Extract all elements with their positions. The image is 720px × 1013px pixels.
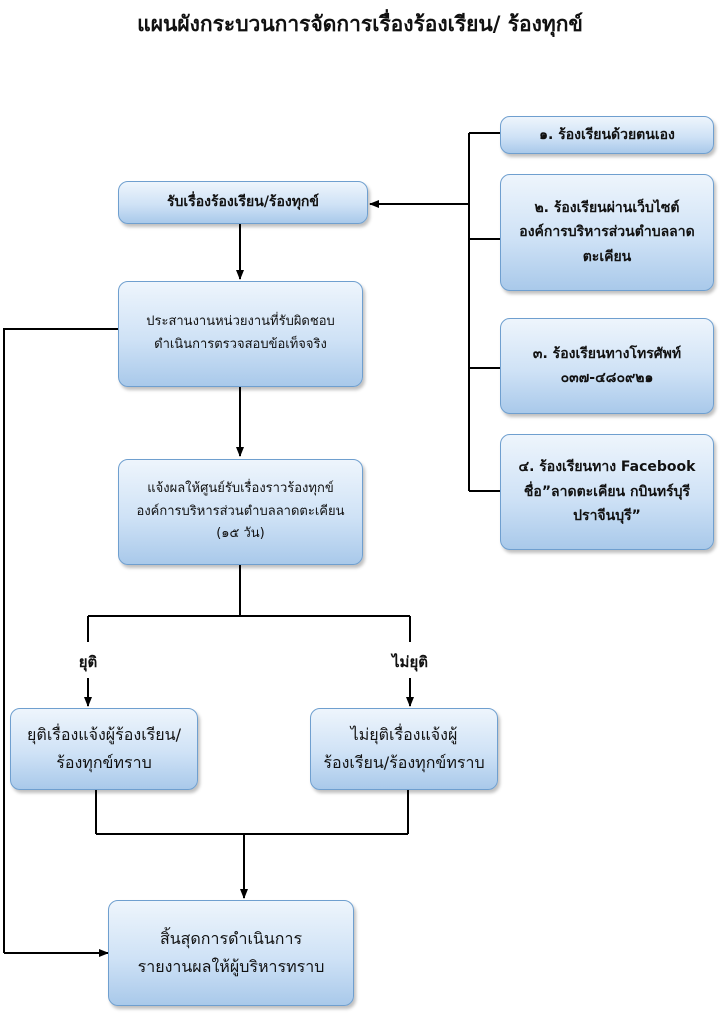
ended-line-2: ร้องทุกข์ทราบ: [56, 753, 152, 772]
channel-box-2: ๒. ร้องเรียนผ่านเว็บไซต์ องค์การบริหารส่…: [500, 174, 714, 291]
channel-2-line-3: ตะเคียน: [582, 248, 632, 265]
ended-notify-box: ยุติเรื่องแจ้งผู้ร้องเรียน/ ร้องทุกข์ทรา…: [10, 708, 198, 790]
coordinate-line-2: ดำเนินการตรวจสอบข้อเท็จจริง: [154, 337, 327, 352]
channel-2-line-1: ๒. ร้องเรียนผ่านเว็บไซต์: [534, 199, 680, 216]
ended-line-1: ยุติเรื่องแจ้งผู้ร้องเรียน/: [27, 725, 181, 744]
final-line-2: รายงานผลให้ผู้บริหารทราบ: [137, 957, 325, 976]
final-line-1: สิ้นสุดการดำเนินการ: [159, 929, 303, 948]
channel-3-line-2: ๐๓๗-๔๘๐๙๒๑: [560, 370, 654, 386]
final-report-box: สิ้นสุดการดำเนินการ รายงานผลให้ผู้บริหาร…: [108, 900, 354, 1006]
notify-line-3: (๑๕ วัน): [216, 526, 265, 542]
receive-complaint-box: รับเรื่องร้องเรียน/ร้องทุกข์: [118, 181, 368, 224]
notify-line-1: แจ้งผลให้ศูนย์รับเรื่องราวร้องทุกข์: [147, 480, 334, 496]
channel-3-line-1: ๓. ร้องเรียนทางโทรศัพท์: [532, 345, 682, 362]
coordinate-line-1: ประสานงานหน่วยงานที่รับผิดชอบ: [146, 314, 335, 330]
coordinate-box: ประสานงานหน่วยงานที่รับผิดชอบ ดำเนินการต…: [118, 281, 363, 387]
channel-4-line-1: ๔. ร้องเรียนทาง Facebook: [518, 459, 696, 476]
page-title: แผนผังกระบวนการจัดการเรื่องร้องเรียน/ ร้…: [137, 12, 583, 36]
channel-2-line-2: องค์การบริหารส่วนตำบลลาด: [519, 224, 695, 241]
notify-line-2: องค์การบริหารส่วนตำบลลาดตะเคียน: [136, 503, 345, 519]
channel-4-line-2: ชื่อ”ลาดตะเคียน กบินทร์บุรี: [523, 483, 691, 500]
channel-1-line-1: ๑. ร้องเรียนด้วยตนเอง: [539, 126, 675, 143]
line-left-return: [3, 328, 118, 953]
not-ended-line-1: ไม่ยุติเรื่องแจ้งผู้: [350, 725, 458, 744]
branch-label-not-ended: ไม่ยุติ: [392, 653, 428, 671]
channel-4-line-3: ปราจีนบุรี”: [573, 508, 641, 525]
not-ended-line-2: ร้องเรียน/ร้องทุกข์ทราบ: [323, 753, 485, 772]
branch-label-ended: ยุติ: [78, 653, 98, 671]
channel-box-1: ๑. ร้องเรียนด้วยตนเอง: [500, 116, 714, 154]
channel-box-4: ๔. ร้องเรียนทาง Facebook ชื่อ”ลาดตะเคียน…: [500, 434, 714, 550]
receive-complaint-text: รับเรื่องร้องเรียน/ร้องทุกข์: [167, 194, 319, 211]
not-ended-notify-box: ไม่ยุติเรื่องแจ้งผู้ ร้องเรียน/ร้องทุกข์…: [310, 708, 498, 790]
channel-box-3: ๓. ร้องเรียนทางโทรศัพท์ ๐๓๗-๔๘๐๙๒๑: [500, 318, 714, 414]
notify-box: แจ้งผลให้ศูนย์รับเรื่องราวร้องทุกข์ องค์…: [118, 459, 363, 565]
